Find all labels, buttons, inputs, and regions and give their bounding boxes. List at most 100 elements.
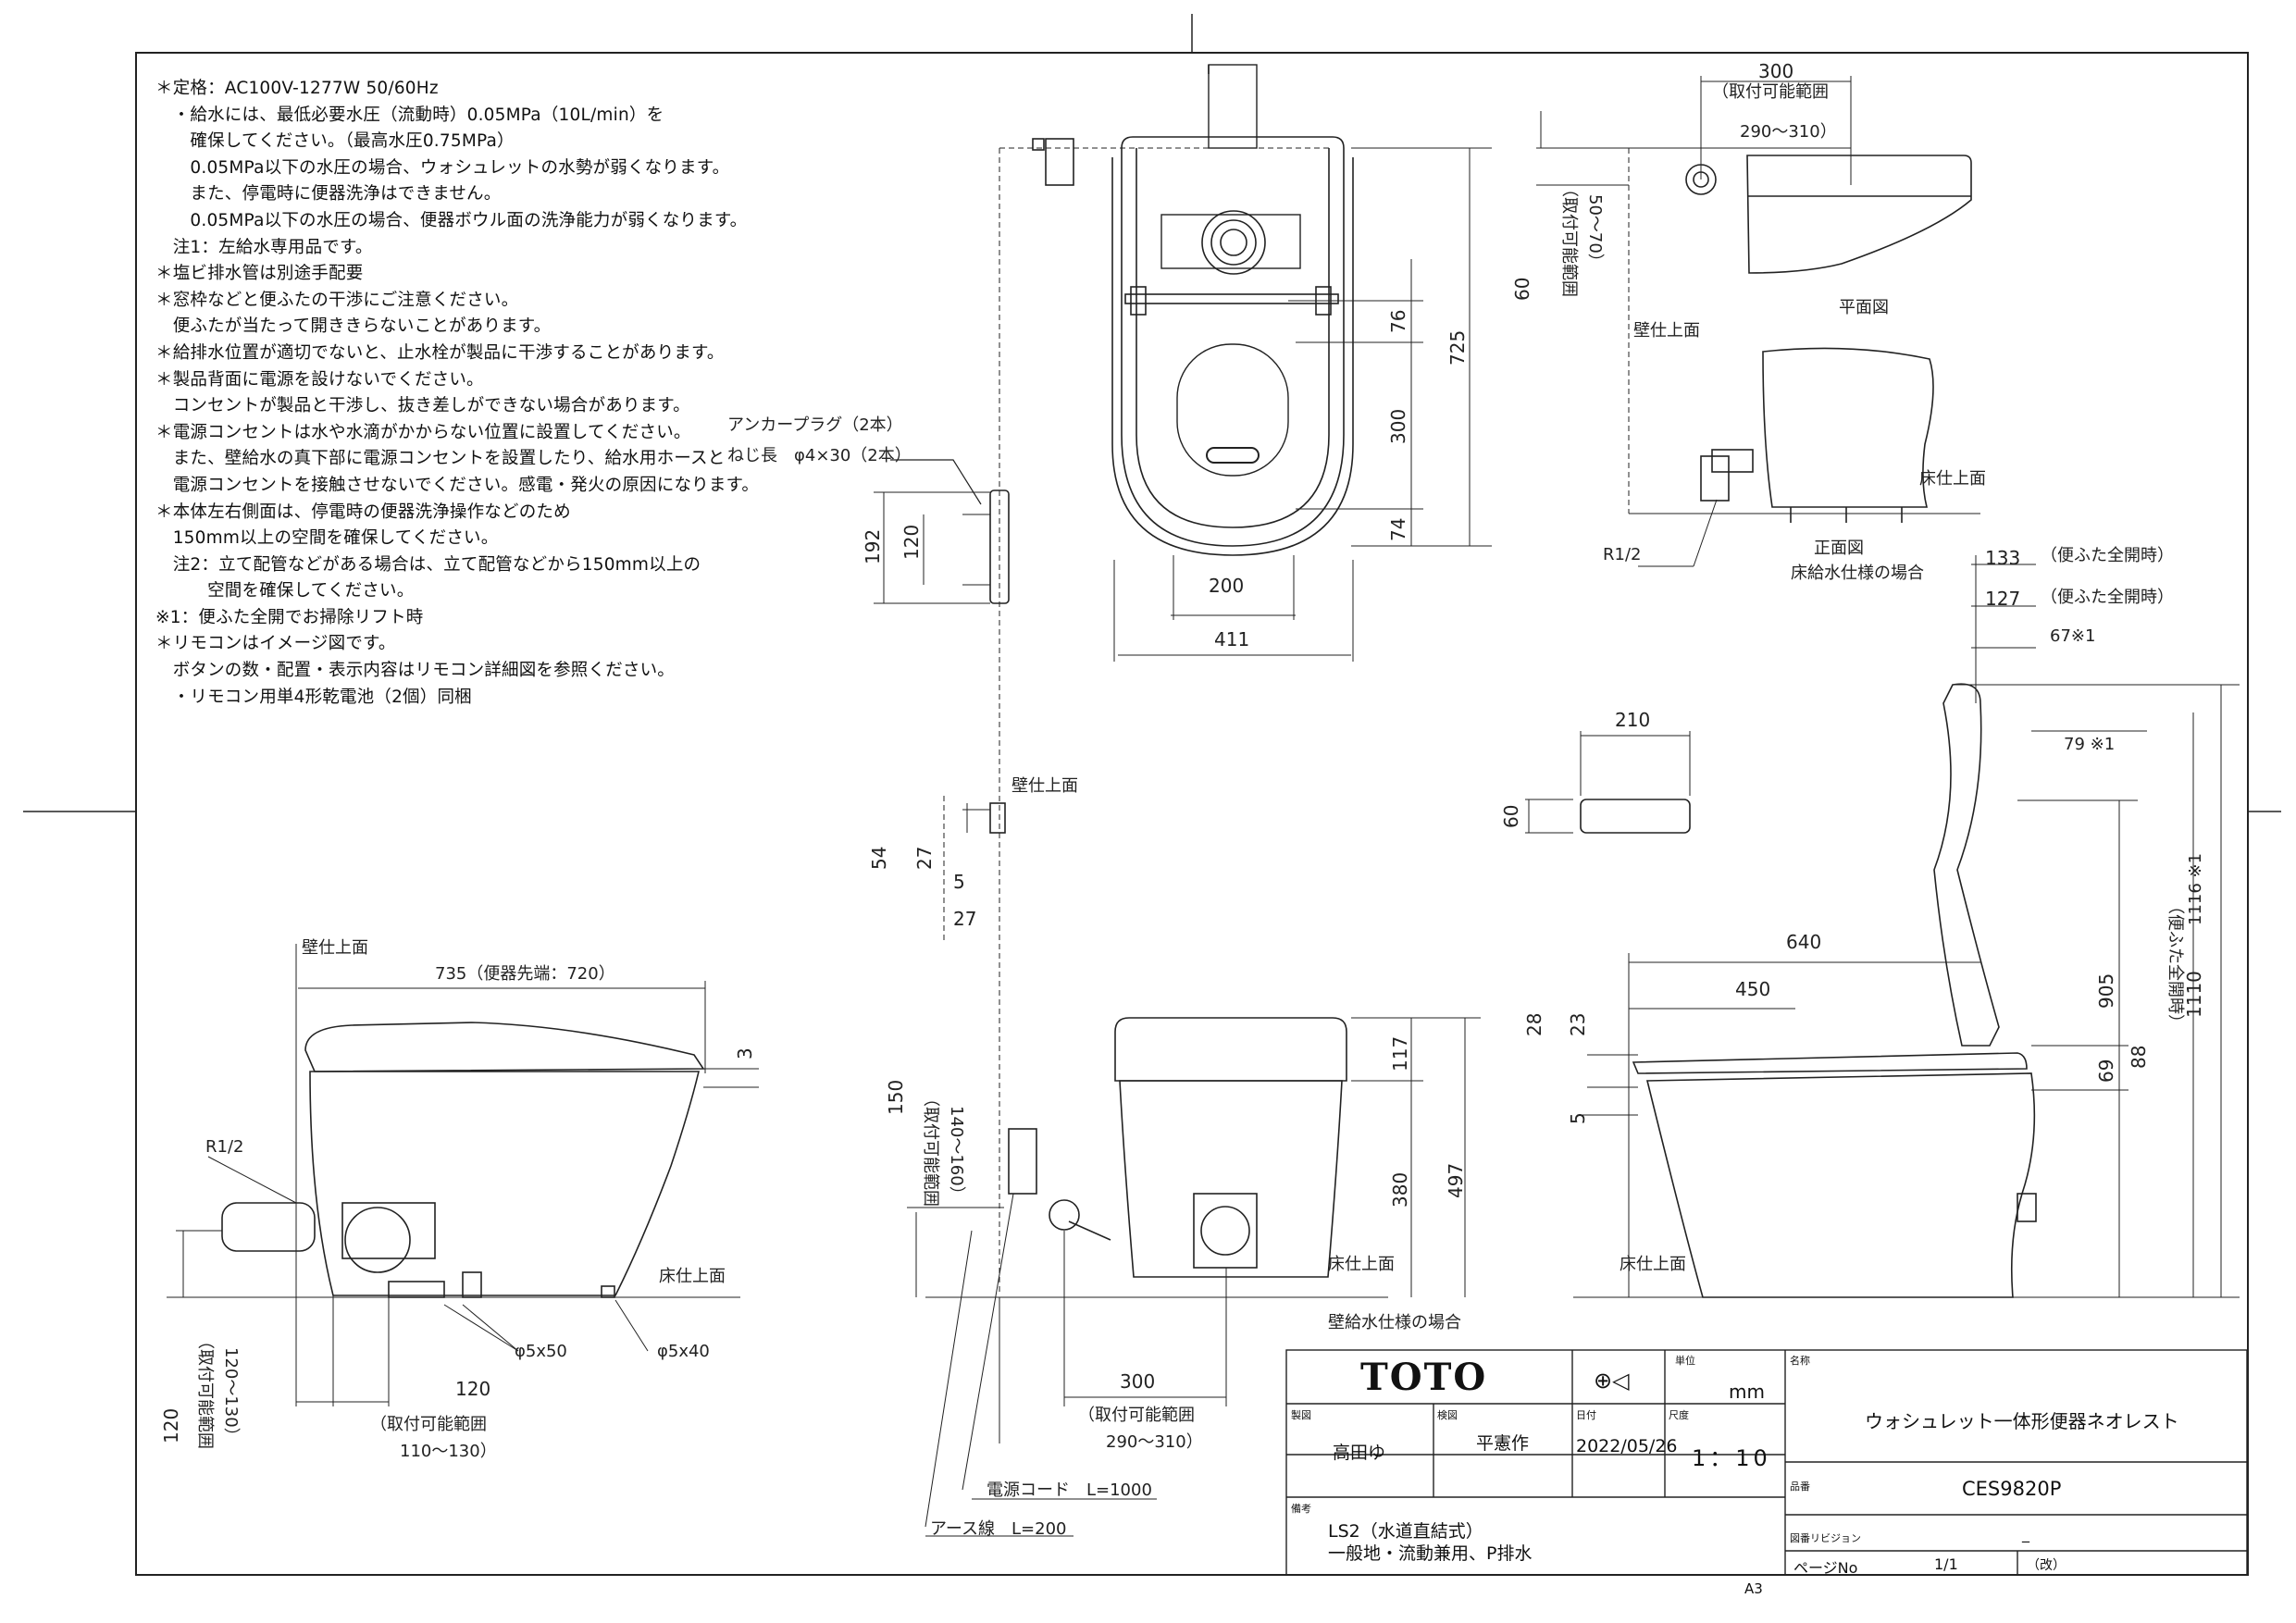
label-lid-open-v: （便ふた全開時） <box>2166 898 2185 1031</box>
unit-label: 単位 <box>1675 1355 1695 1367</box>
dim-27: 27 <box>913 847 936 870</box>
note-line: 便ふたが当たって開ききらないことがあります。 <box>155 316 552 337</box>
note-line: 0.05MPa以下の水圧の場合、ウォシュレットの水勢が弱くなります。 <box>155 157 730 178</box>
checker-label: 検図 <box>1437 1409 1458 1421</box>
dim-28: 28 <box>1523 1013 1545 1036</box>
toto-logo: TOTO <box>1360 1356 1488 1399</box>
label-floor-surface: 床仕上面 <box>1919 469 1986 489</box>
version-value: （改） <box>2027 1558 2066 1573</box>
label-toilet-length: 735（便器先端：720） <box>435 964 615 984</box>
note-line: 空間を確保してください。 <box>155 581 415 601</box>
dim-60: 60 <box>1511 278 1533 301</box>
dim-3: 3 <box>734 1047 756 1059</box>
front-view <box>907 1017 1481 1537</box>
dim-210: 210 <box>1615 709 1650 731</box>
label-range-left: （取付可能範囲 <box>1559 180 1579 297</box>
note-line: ＊電源コンセントは水や水滴がかからない位置に設置してください。 <box>155 422 691 442</box>
label-wall-surface: 壁仕上面 <box>1633 321 1700 341</box>
note-line: また、壁給水の真下部に電源コンセントを設置したり、給水用ホースと <box>155 449 726 469</box>
dim-725: 725 <box>1446 330 1469 365</box>
sheet-size: A3 <box>1744 1580 1763 1597</box>
page-value: 1/1 <box>1934 1555 1958 1573</box>
note-line: ＊製品背面に電源を設けないでください。 <box>155 369 484 390</box>
model-value: CES9820P <box>1962 1478 2062 1500</box>
note-line: ＊定格：AC100V-1277W 50/60Hz <box>155 79 439 98</box>
left-side-view <box>167 944 759 1406</box>
label-plan-view: 平面図 <box>1839 298 1889 317</box>
label-wall-surface-3: 壁仕上面 <box>302 938 368 958</box>
dim-88: 88 <box>2128 1046 2150 1069</box>
model-label: 品番 <box>1790 1481 1810 1493</box>
dim-60-remote: 60 <box>1500 805 1522 828</box>
dim-54: 54 <box>868 847 890 870</box>
label-anchor-plug: アンカープラグ（2本） <box>727 415 903 435</box>
date-value: 2022/05/26 <box>1576 1436 1678 1456</box>
dim-69: 69 <box>2095 1059 2117 1083</box>
label-r12-side: R1/2 <box>205 1137 243 1157</box>
note-line: 0.05MPa以下の水圧の場合、便器ボウル面の洗浄能力が弱くなります。 <box>155 210 748 230</box>
top-plan-view <box>999 64 1492 1295</box>
note-line: ＊塩ビ排水管は別途手配要 <box>155 264 364 284</box>
label-d79: 79 ※1 <box>2064 735 2115 754</box>
dim-411: 411 <box>1214 628 1249 650</box>
dim-120-remote: 120 <box>900 525 923 560</box>
label-r12: R1/2 <box>1603 545 1641 564</box>
drafter-label: 製図 <box>1291 1409 1311 1421</box>
dim-120-bottom: 120 <box>455 1378 490 1400</box>
note-line: 注1：左給水専用品です。 <box>155 237 373 257</box>
dim-23: 23 <box>1567 1013 1589 1036</box>
dim-5: 5 <box>953 871 965 893</box>
remote-control-front <box>1525 731 1691 834</box>
title-block <box>1285 1349 2248 1576</box>
label-floor-supply: 床給水仕様の場合 <box>1791 564 1924 583</box>
note-line: ボタンの数・配置・表示内容はリモコン詳細図を参照ください。 <box>155 661 676 681</box>
dim-640: 640 <box>1786 931 1821 953</box>
label-range-290b: 290～310） <box>1106 1432 1203 1452</box>
dim-133: 133 <box>1985 547 2020 569</box>
scale-label: 尺度 <box>1669 1409 1689 1421</box>
label-front-view: 正面図 <box>1814 539 1864 558</box>
page-label: ページNo <box>1793 1559 1858 1577</box>
dim-300-top: 300 <box>1758 60 1793 82</box>
label-phi550: φ5x50 <box>515 1342 567 1361</box>
label-range-110b: 110～130） <box>400 1442 497 1461</box>
note-line: ＊給排水位置が適切でないと、止水栓が製品に干渉することがあります。 <box>155 342 725 363</box>
label-range-110: （取付可能範囲 <box>370 1415 487 1434</box>
label-range-50: 50～70） <box>1585 194 1605 270</box>
dim-200: 200 <box>1209 575 1244 597</box>
drafter-value: 高田ゆ <box>1333 1443 1386 1463</box>
notes-block: ＊定格：AC100V-1277W 50/60Hz ・給水には、最低必要水圧（流動… <box>155 76 766 711</box>
dim-1110: 1110 <box>2183 971 2205 1018</box>
note-line: ＊窓枠などと便ふたの干渉にご注意ください。 <box>155 290 519 310</box>
dim-5b: 5 <box>1567 1112 1589 1124</box>
unit-value: mm <box>1729 1381 1765 1403</box>
right-side-view-lid-open <box>1573 555 2240 1298</box>
label-range-120: 120～130） <box>221 1347 241 1444</box>
dim-300-plan: 300 <box>1387 409 1409 444</box>
note-line: 電源コンセントを接触させないでください。感電・発火の原因になります。 <box>155 475 760 495</box>
label-lid-open-127: （便ふた全開時） <box>2041 588 2174 607</box>
remarks-line1: LS2（水道直結式） <box>1328 1521 1483 1542</box>
label-d67: 67※1 <box>2050 626 2095 646</box>
note-line: ※1：便ふた全開でお掃除リフト時 <box>155 607 424 627</box>
dim-300-front: 300 <box>1120 1370 1155 1393</box>
label-range-140: 140～160） <box>947 1106 966 1203</box>
revision-value: _ <box>2022 1525 2029 1542</box>
note-line: 注2：立て配管などがある場合は、立て配管などから150mm以上の <box>155 554 701 575</box>
dim-192: 192 <box>862 529 884 564</box>
dim-76: 76 <box>1387 310 1409 333</box>
remarks-line2: 一般地・流動兼用、P排水 <box>1328 1543 1533 1564</box>
dim-127: 127 <box>1985 588 2020 610</box>
label-range-front: （取付可能範囲 <box>921 1090 940 1207</box>
label-floor-surface-3: 床仕上面 <box>1328 1255 1395 1274</box>
dim-27b: 27 <box>953 908 976 930</box>
name-label: 名称 <box>1790 1355 1810 1367</box>
label-wall-surface-2: 壁仕上面 <box>1011 776 1078 796</box>
note-line: ・リモコン用単4形乾電池（2個）同梱 <box>155 687 472 707</box>
note-line: コンセントが製品と干渉し、抜き差しができない場合があります。 <box>155 396 690 416</box>
dim-497: 497 <box>1445 1163 1467 1198</box>
note-line: 150mm以上の空間を確保してください。 <box>155 528 499 549</box>
note-line: ＊本体左右側面は、停電時の便器洗浄操作などのため <box>155 502 571 522</box>
